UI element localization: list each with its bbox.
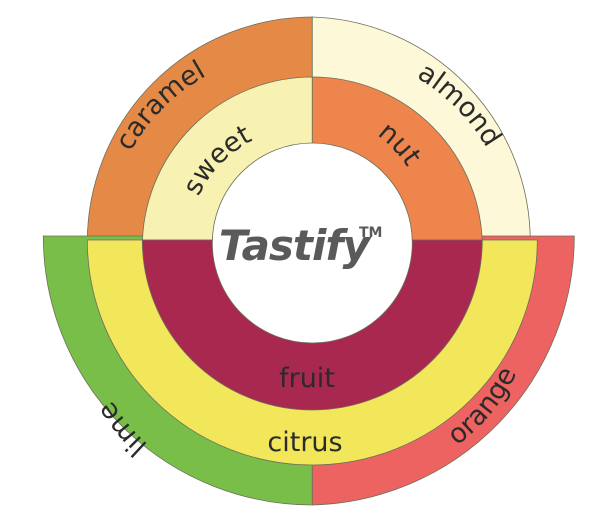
- brand-name: Tastify: [219, 221, 372, 270]
- label-citrus: citrus: [267, 427, 342, 458]
- brand-trademark: TM: [359, 225, 382, 241]
- center-hub: [211, 142, 413, 344]
- label-fruit: fruit: [279, 363, 335, 394]
